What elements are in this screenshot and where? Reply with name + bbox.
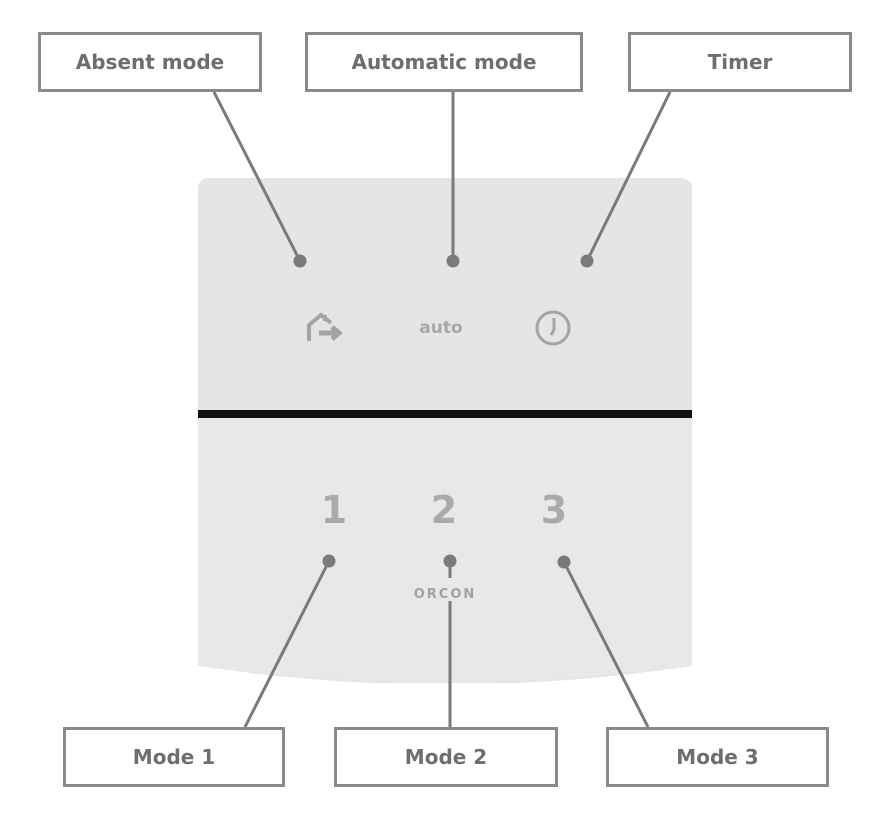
control-panel: auto 1 2 3 ORCON [198,178,692,683]
callout-line-mode1 [243,560,331,728]
label-mode-1: Mode 1 [63,727,285,787]
absent-mode-button[interactable] [296,306,356,350]
house-exit-icon [307,312,343,341]
label-mode-2: Mode 2 [334,727,558,787]
auto-button[interactable]: auto [419,318,463,338]
callout-dot-automatic [446,254,460,268]
callout-line-absent [212,91,302,262]
callout-dot-mode1 [322,554,336,568]
callout-line-timer [585,91,672,262]
callout-dot-mode2 [443,554,457,568]
brand-logo: ORCON [413,586,477,602]
panel-divider [198,410,692,418]
callout-line-mode3 [562,561,650,728]
callout-dot-timer [580,254,594,268]
callout-dot-mode3 [557,555,571,569]
clock-icon [535,310,571,346]
label-mode-3: Mode 3 [606,727,829,787]
timer-button[interactable] [528,306,578,350]
label-timer: Timer [628,32,852,92]
panel-bottom-curve [198,418,692,683]
mode-1-button[interactable]: 1 [320,488,348,532]
mode-3-button[interactable]: 3 [540,488,568,532]
callout-dot-absent [293,254,307,268]
mode-2-button[interactable]: 2 [430,488,458,532]
label-automatic-mode: Automatic mode [305,32,583,92]
label-absent-mode: Absent mode [38,32,262,92]
